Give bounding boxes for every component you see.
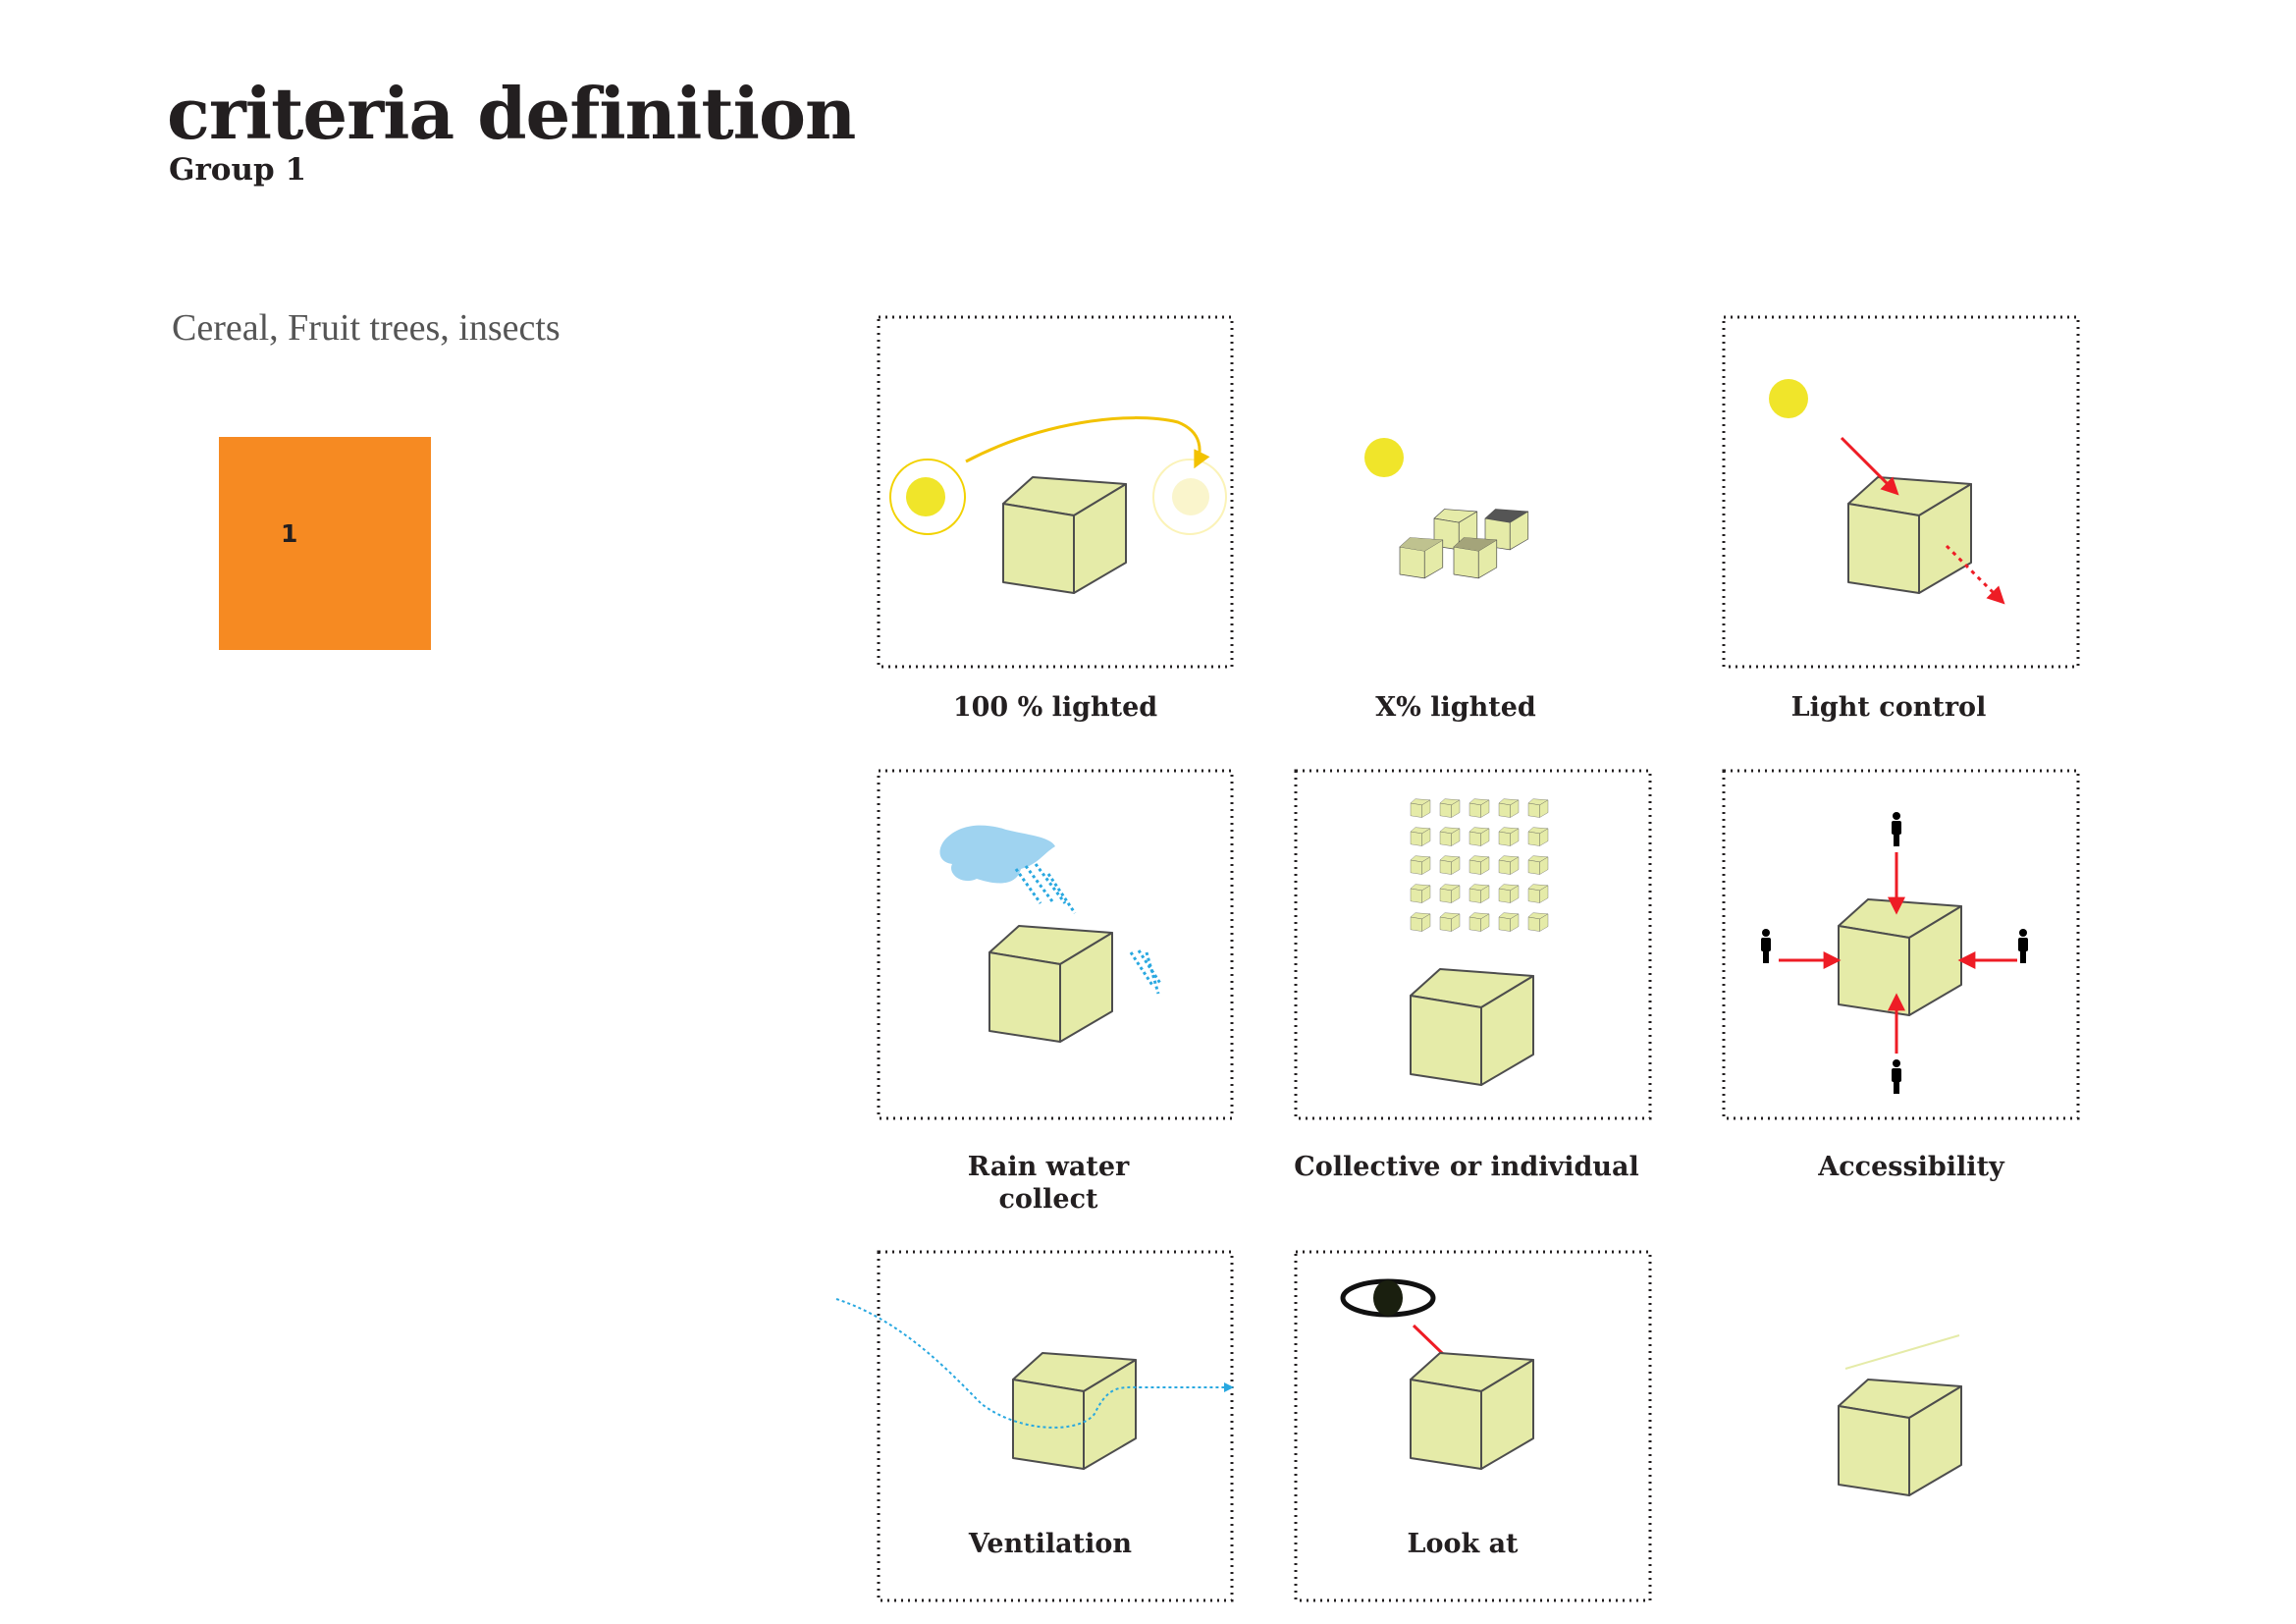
small-cube: [1439, 912, 1461, 932]
sun-path-icon: [889, 416, 1227, 535]
panel-look-at-frame: [1294, 1250, 1652, 1602]
small-cube: [1410, 827, 1431, 846]
rain-icon: [1014, 863, 1163, 995]
small-cube: [1498, 827, 1520, 846]
incoming-light-arrow: [1840, 436, 1899, 496]
cube-grid-icon: [1410, 798, 1549, 932]
small-cube: [1410, 884, 1431, 903]
sun-icon: [1364, 438, 1404, 477]
cube-icon: [988, 925, 1113, 1043]
small-cube: [1439, 798, 1461, 818]
panel-collective-frame: [1294, 769, 1652, 1120]
small-cube: [1468, 912, 1490, 932]
airflow-arrow: [835, 1298, 1234, 1429]
label-look-at: Look at: [1407, 1529, 1519, 1559]
eye-icon: [1340, 1278, 1436, 1318]
label-collective: Collective or individual: [1294, 1152, 1639, 1182]
small-cube: [1468, 827, 1490, 846]
panel-100-lighted-frame: [877, 315, 1234, 669]
cube-icon: [1012, 1352, 1137, 1470]
small-cube: [1468, 884, 1490, 903]
group-label: Group 1: [169, 152, 307, 188]
small-cube: [1527, 855, 1549, 875]
label-ventilation: Ventilation: [968, 1529, 1133, 1559]
label-light-control: Light control: [1790, 692, 1987, 723]
group-number: 1: [281, 519, 298, 548]
label-accessibility: Accessibility: [1818, 1152, 2004, 1182]
faint-line: [1844, 1334, 1960, 1370]
label-rain-water-line2: collect: [998, 1184, 1098, 1215]
cube-icon: [1002, 476, 1127, 594]
cube-icon: [1410, 1352, 1534, 1470]
small-cube: [1498, 912, 1520, 932]
small-cube: [1527, 912, 1549, 932]
small-cubes-icon: [1399, 509, 1529, 579]
panel-light-control-frame: [1722, 315, 2080, 669]
small-cube: [1527, 827, 1549, 846]
cube-icon: [1847, 476, 1972, 594]
small-cube: [1498, 798, 1520, 818]
small-cube: [1498, 855, 1520, 875]
small-cube: [1498, 884, 1520, 903]
reflected-light-arrow: [1945, 544, 2005, 605]
small-cube: [1410, 798, 1431, 818]
panel-accessibility-frame: [1722, 769, 2080, 1120]
group-subtitle: Cereal, Fruit trees, insects: [172, 307, 561, 349]
small-cube: [1468, 798, 1490, 818]
group-marker: 1: [219, 437, 431, 650]
label-x-lighted: X% lighted: [1375, 692, 1536, 723]
sun-icon: [1769, 379, 1808, 418]
small-cube: [1527, 884, 1549, 903]
label-100-lighted: 100 % lighted: [952, 692, 1158, 723]
cube-icon: [1838, 898, 1962, 1016]
access-arrows: [1779, 852, 2017, 1054]
label-rain-water-line1: Rain water: [967, 1152, 1130, 1182]
small-cube: [1410, 912, 1431, 932]
small-cube: [1439, 884, 1461, 903]
small-cube: [1439, 855, 1461, 875]
small-cube: [1468, 855, 1490, 875]
small-cube: [1439, 827, 1461, 846]
small-cube: [1527, 798, 1549, 818]
page-title: criteria definition: [167, 72, 856, 155]
small-cube: [1410, 855, 1431, 875]
cube-icon: [1410, 968, 1534, 1086]
cloud-icon: [939, 825, 1055, 884]
cube-icon: [1838, 1379, 1962, 1496]
